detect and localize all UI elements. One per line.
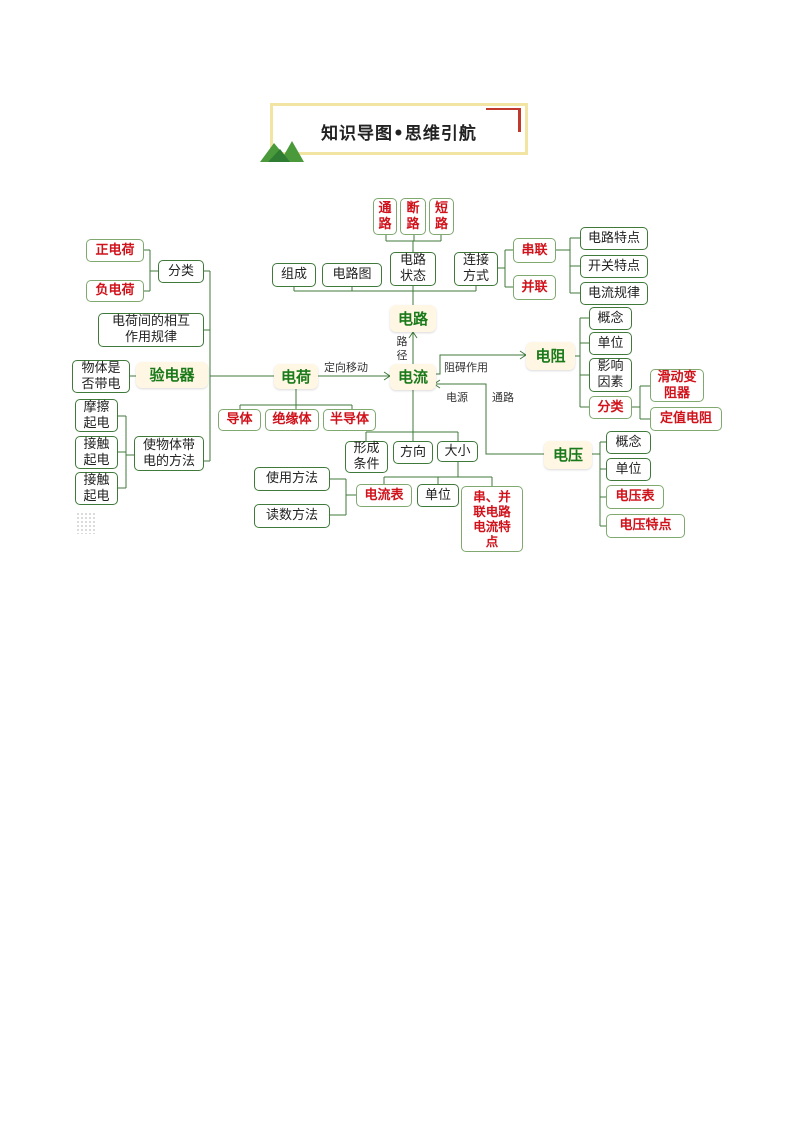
node-resistance-unit: 单位: [589, 332, 632, 355]
node-fixed-resistor: 定值电阻: [650, 407, 722, 431]
node-magnitude: 大小: [437, 441, 478, 462]
node-reading-method: 读数方法: [254, 504, 330, 528]
node-tonglu: 通 路: [373, 198, 397, 235]
node-circuit: 电路: [390, 305, 436, 332]
node-current: 电流: [390, 364, 436, 390]
label-resistance-effect: 阻碍作用: [444, 361, 488, 374]
label-closed-circuit: 通路: [492, 391, 514, 404]
node-rheostat: 滑动变 阻器: [650, 369, 704, 402]
node-negative-charge: 负电荷: [86, 280, 144, 302]
node-electroscope: 验电器: [136, 362, 208, 388]
node-charge-category: 分类: [158, 260, 204, 283]
label-power-source: 电源: [446, 391, 468, 404]
node-dianlutu: 电路图: [322, 263, 382, 287]
node-friction-charging: 摩擦 起电: [75, 399, 118, 432]
node-semiconductor: 半导体: [323, 409, 376, 431]
node-charging-methods: 使物体带 电的方法: [134, 436, 204, 471]
node-voltage-feature: 电压特点: [606, 514, 685, 538]
node-resistance-category: 分类: [589, 396, 632, 419]
node-voltage-concept: 概念: [606, 431, 651, 454]
node-connection-mode: 连接 方式: [454, 252, 498, 286]
node-parallel: 并联: [513, 275, 556, 300]
node-contact-charging-2: 接触 起电: [75, 472, 118, 505]
node-influencing-factors: 影响 因素: [589, 358, 632, 392]
node-interaction-law: 电荷间的相互 作用规律: [98, 313, 204, 347]
node-switch-feature: 开关特点: [580, 255, 648, 278]
node-current-unit: 单位: [417, 484, 459, 507]
node-duanlu: 断 路: [400, 198, 426, 235]
title-accent-line: [486, 108, 521, 110]
node-usage-method: 使用方法: [254, 467, 330, 491]
label-path: 路径: [396, 335, 408, 362]
node-direction: 方向: [393, 441, 433, 464]
node-series-parallel-current: 串、并 联电路 电流特 点: [461, 486, 523, 552]
node-contact-charging-1: 接触 起电: [75, 436, 118, 469]
title-box: 知识导图•思维引航: [270, 103, 528, 155]
node-voltage: 电压: [544, 441, 592, 469]
node-current-law: 电流规律: [580, 282, 648, 305]
page-title: 知识导图•思维引航: [321, 124, 477, 144]
title-accent-bar: [518, 110, 521, 132]
node-resistance-concept: 概念: [589, 307, 632, 330]
node-zucheng: 组成: [272, 263, 316, 287]
node-series: 串联: [513, 238, 556, 263]
node-duanlu-short: 短 路: [429, 198, 454, 235]
node-circuit-state: 电路 状态: [390, 252, 436, 286]
node-voltage-unit: 单位: [606, 458, 651, 481]
mountain-icon: [260, 141, 304, 162]
node-charge: 电荷: [274, 364, 318, 389]
node-ammeter: 电流表: [356, 484, 412, 507]
node-positive-charge: 正电荷: [86, 239, 144, 262]
node-voltmeter: 电压表: [606, 485, 664, 509]
node-resistance: 电阻: [526, 342, 575, 370]
node-formation-condition: 形成 条件: [345, 441, 388, 473]
node-object-charged: 物体是 否带电: [72, 360, 130, 393]
node-circuit-feature: 电路特点: [580, 227, 648, 250]
label-directional-movement: 定向移动: [324, 361, 368, 374]
dot-pattern: [76, 512, 96, 534]
node-conductor: 导体: [218, 409, 261, 431]
node-insulator: 绝缘体: [265, 409, 319, 431]
